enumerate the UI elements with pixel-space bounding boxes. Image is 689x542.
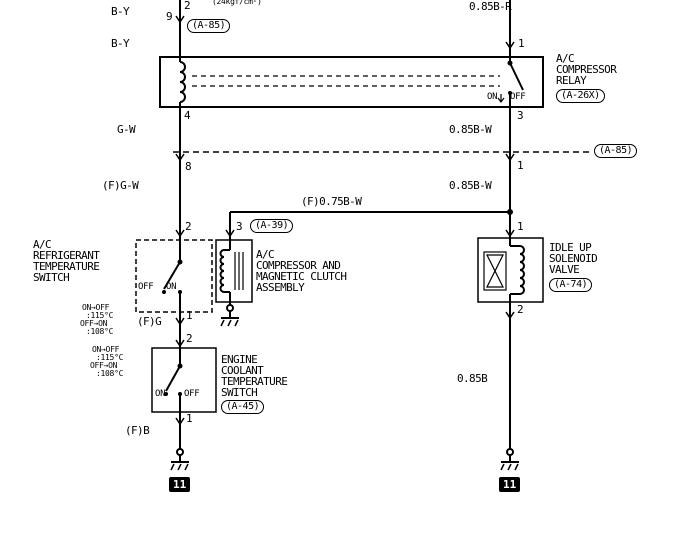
solenoid-valve-symbol — [483, 251, 507, 291]
connector-ref-a74: (A-74) — [549, 278, 593, 292]
coolant-switch-note-line1: ON→OFF — [92, 345, 120, 354]
compressor-name-line4: ASSEMBLY — [256, 281, 305, 294]
pin-number: 2 — [185, 220, 192, 233]
refrigerant-switch-box — [135, 239, 213, 313]
refrigerant-switch-name-line3: TEMPERATURE — [33, 260, 100, 273]
refrigerant-switch-note-line1: ON→OFF — [82, 303, 110, 312]
ground-ref-badge-left: 11 — [169, 477, 191, 492]
refrigerant-switch-name-line2: REFRIGERANT — [33, 249, 100, 262]
pressure-note: (24kgf/cm²) — [212, 0, 262, 6]
coolant-switch-name-line1: ENGINE — [221, 353, 258, 366]
relay-on-label: ON — [487, 92, 498, 102]
wire-label-fg: (F)G — [137, 315, 162, 328]
relay-on-arrow-icon — [497, 94, 505, 103]
compressor-name-line1: A/C — [256, 248, 275, 261]
refrigerant-switch-note-line2: :115°C — [86, 311, 114, 320]
wire-label-by-lower: B-Y — [111, 37, 130, 50]
refrigerant-switch-note-line4: :108°C — [86, 327, 114, 336]
ground-symbol-right — [500, 448, 519, 471]
coolant-switch-name-line2: COOLANT — [221, 364, 264, 377]
refrigerant-switch-name-line1: A/C — [33, 238, 52, 251]
pin-number: 2 — [517, 303, 524, 316]
coolant-switch-on-label: ON — [155, 389, 166, 399]
pin-number: 9 — [166, 10, 173, 23]
wire-label-085b: 0.85B — [457, 372, 488, 385]
pin-number: 3 — [236, 220, 243, 233]
ground-symbol-left — [170, 448, 189, 471]
wire-label-085bw-upper: 0.85B-W — [449, 123, 492, 136]
wire-label-fgw: (F)G-W — [102, 179, 139, 192]
compressor-name-line2: COMPRESSOR AND — [256, 259, 341, 272]
connector-chevron-icons — [175, 15, 515, 426]
connector-ref-a45: (A-45) — [221, 400, 265, 414]
refrigerant-switch-on-label: ON — [166, 282, 177, 292]
wire-label-gw: G-W — [117, 123, 136, 136]
pin-number: 1 — [517, 159, 524, 172]
coolant-switch-symbol — [165, 365, 181, 392]
relay-off-label: OFF — [510, 92, 526, 102]
wire-label-085bw-lower: 0.85B-W — [449, 179, 492, 192]
pin-number: 1 — [517, 220, 524, 233]
pin-number: 3 — [517, 109, 524, 122]
refrigerant-switch-note-line3: OFF→ON — [80, 319, 108, 328]
refrigerant-switch-symbol — [163, 261, 181, 290]
ground-ref-badge-right: 11 — [499, 477, 521, 492]
wire-label-fb: (F)B — [125, 424, 150, 437]
solenoid-name-line3: VALVE — [549, 263, 580, 276]
connector-ref-a85-top: (A-85) — [187, 19, 231, 33]
coolant-switch-note-line2: :115°C — [96, 353, 124, 362]
coolant-switch-note-line4: :108°C — [96, 369, 124, 378]
wire-label-f075bw: (F)0.75B-W — [301, 195, 362, 208]
coolant-switch-note-line3: OFF→ON — [90, 361, 118, 370]
compressor-coil-symbol — [219, 249, 244, 305]
wire-label-085br: 0.85B-R — [469, 0, 512, 13]
coolant-switch-name-line4: SWITCH — [221, 386, 258, 399]
pin-number: 8 — [185, 160, 192, 173]
relay-name-line2: COMPRESSOR — [556, 63, 617, 76]
coolant-switch-off-label: OFF — [184, 389, 200, 399]
relay-coil-symbol — [179, 57, 186, 107]
pin-number: 4 — [184, 109, 191, 122]
connector-ref-a39: (A-39) — [250, 219, 294, 233]
wire-label-by-upper: B-Y — [111, 5, 130, 18]
refrigerant-switch-name-line4: SWITCH — [33, 271, 70, 284]
solenoid-coil-symbol — [509, 238, 525, 302]
pin-number: 1 — [186, 412, 193, 425]
relay-linkage-dashes — [192, 75, 500, 87]
relay-name-line3: RELAY — [556, 74, 587, 87]
coolant-switch-name-line3: TEMPERATURE — [221, 375, 288, 388]
junction-and-contact-dots — [162, 60, 513, 396]
pin-number: 1 — [518, 37, 525, 50]
ground-symbol-compressor — [220, 304, 239, 327]
compressor-name-line3: MAGNETIC CLUTCH — [256, 270, 347, 283]
solenoid-box — [477, 237, 544, 303]
compressor-box — [215, 239, 253, 303]
relay-box — [159, 56, 544, 108]
pin-number: 1 — [186, 309, 193, 322]
solenoid-name-line1: IDLE UP — [549, 241, 592, 254]
connector-ref-a26x: (A-26X) — [556, 89, 605, 103]
solenoid-name-line2: SOLENOID — [549, 252, 598, 265]
relay-name-line1: A/C — [556, 52, 575, 65]
coolant-switch-box — [151, 347, 217, 413]
pin-number: 2 — [186, 332, 193, 345]
refrigerant-switch-off-label: OFF — [138, 282, 154, 292]
pin-number: 2 — [184, 0, 191, 12]
connector-ref-a85-mid: (A-85) — [594, 144, 638, 158]
